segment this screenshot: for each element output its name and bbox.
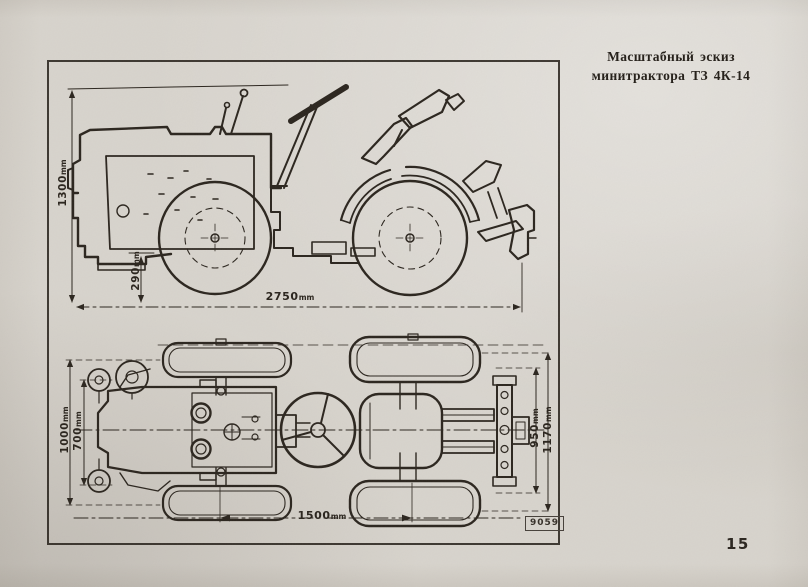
dimension-wheelbase: 1500mm: [282, 509, 362, 523]
dim-value: 1300: [57, 175, 69, 207]
dim-unit: mm: [61, 406, 70, 423]
dim-unit: mm: [59, 159, 68, 176]
caption: Масштабный эскиз минитрактора ТЗ 4К-14: [578, 48, 764, 86]
caption-line2: минитрактора ТЗ 4К-14: [591, 67, 751, 83]
side-steering: [270, 84, 349, 189]
dim-value: 2750: [265, 290, 299, 303]
dim-value: 1170: [542, 422, 554, 454]
dimension-overall-length: 2750mm: [250, 290, 330, 304]
caption-line1: Масштабный эскиз: [607, 49, 735, 64]
dim-value: 700: [72, 426, 84, 451]
side-rear-wheel: [351, 179, 469, 297]
dim-value: 1000: [59, 422, 71, 454]
dimension-ground-clearance: 290mm: [130, 239, 144, 303]
side-body-outline: [67, 125, 376, 271]
top-engine: [87, 360, 278, 493]
stamp-number: 9059: [525, 516, 565, 531]
dim-value: 1500: [297, 509, 331, 522]
dim-unit: mm: [132, 251, 141, 267]
top-hitch: [441, 375, 530, 487]
dimension-overall-height: 1300mm: [57, 151, 71, 215]
dim-value: 950: [529, 423, 541, 448]
dim-unit: mm: [531, 408, 540, 424]
dim-unit: mm: [298, 293, 315, 302]
side-gear-levers: [219, 88, 249, 135]
dim-value: 290: [130, 266, 142, 291]
dim-unit: mm: [330, 512, 347, 521]
top-seat: [358, 392, 444, 470]
dimension-rear-track: 950mm: [529, 396, 543, 460]
side-seat: [360, 88, 465, 166]
dimension-rear-overall-width: 1170mm: [542, 398, 556, 462]
side-rear-fender: [339, 165, 481, 224]
side-hitch: [462, 160, 537, 261]
dimension-overall-width: 1000mm: [59, 398, 73, 462]
dimension-front-track: 700mm: [72, 399, 86, 463]
top-view-drawing: [65, 333, 553, 528]
dim-unit: mm: [544, 406, 553, 423]
dim-unit: mm: [74, 411, 83, 427]
page-number: 15: [726, 535, 750, 553]
